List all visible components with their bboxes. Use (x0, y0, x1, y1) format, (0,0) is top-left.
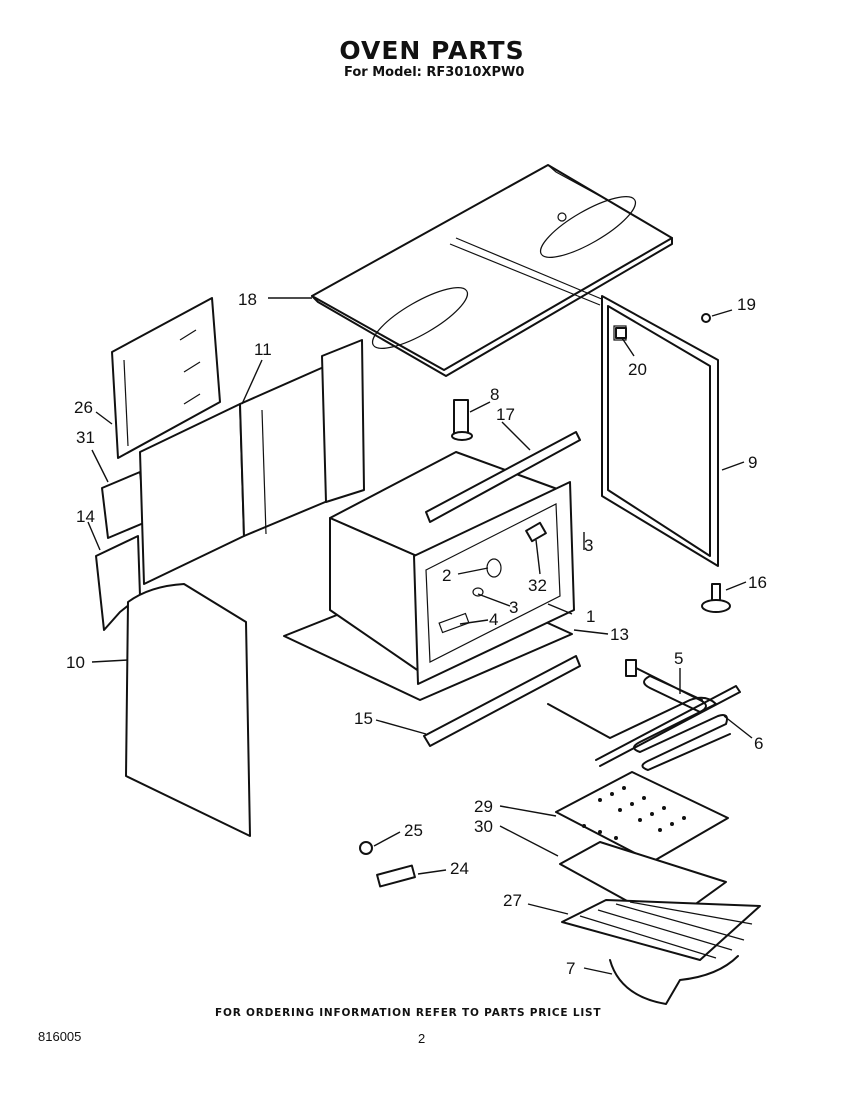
callout-26: 26 (74, 398, 93, 417)
rear-panel (111, 297, 221, 459)
model-line: For Model: RF3010XPW0 (344, 65, 525, 80)
top-rail (425, 431, 581, 523)
left-side-panel (125, 583, 251, 837)
callout-24: 24 (450, 859, 469, 878)
right-side-panel (601, 295, 719, 567)
callout-6: 6 (754, 734, 763, 753)
callout-19: 19 (737, 295, 756, 314)
callout-9: 9 (748, 453, 757, 472)
thermostat-bulb-clip (525, 521, 547, 543)
hinge-receptacle (615, 327, 627, 339)
leveling-leg (701, 583, 731, 613)
callout-8: 8 (490, 385, 499, 404)
oven-rack (561, 899, 761, 961)
oven-vent (451, 399, 473, 441)
callout-3b: 3 (509, 598, 518, 617)
terminal-block (376, 864, 416, 888)
callout-29: 29 (474, 797, 493, 816)
broiler-pan-insert (555, 771, 729, 863)
callout-7: 7 (566, 959, 575, 978)
callout-30: 30 (474, 817, 493, 836)
page-title: OVEN PARTS (339, 36, 525, 65)
callout-3a: 3 (584, 536, 593, 555)
broil-element (625, 659, 707, 713)
callout-11: 11 (254, 340, 272, 359)
callout-16: 16 (748, 573, 767, 592)
callout-32: 32 (528, 576, 547, 595)
callout-27: 27 (503, 891, 522, 910)
leader-lines (87, 297, 753, 975)
callout-25: 25 (404, 821, 423, 840)
hex-nut (359, 841, 373, 855)
callout-18: 18 (238, 290, 257, 309)
oven-wrapper (139, 339, 365, 585)
insulation-pad (101, 471, 147, 539)
screw (701, 313, 711, 323)
document-number: 816005 (38, 1029, 82, 1044)
bottom-rail (423, 655, 581, 747)
bake-element (547, 685, 741, 771)
callout-15: 15 (354, 709, 373, 728)
top-panel (311, 164, 673, 377)
callout-4: 4 (489, 610, 498, 629)
callout-1: 1 (586, 607, 595, 626)
callout-20: 20 (628, 360, 647, 379)
callout-14: 14 (76, 507, 95, 526)
callout-31: 31 (76, 428, 95, 447)
callout-13: 13 (610, 625, 629, 644)
ordering-note: FOR ORDERING INFORMATION REFER TO PARTS … (215, 1007, 602, 1019)
broil-rack-wire (609, 955, 739, 1005)
callout-2: 2 (442, 566, 451, 585)
page-number: 2 (418, 1031, 426, 1046)
callout-10: 10 (66, 653, 85, 672)
callout-5: 5 (674, 649, 683, 668)
callout-17: 17 (496, 405, 515, 424)
